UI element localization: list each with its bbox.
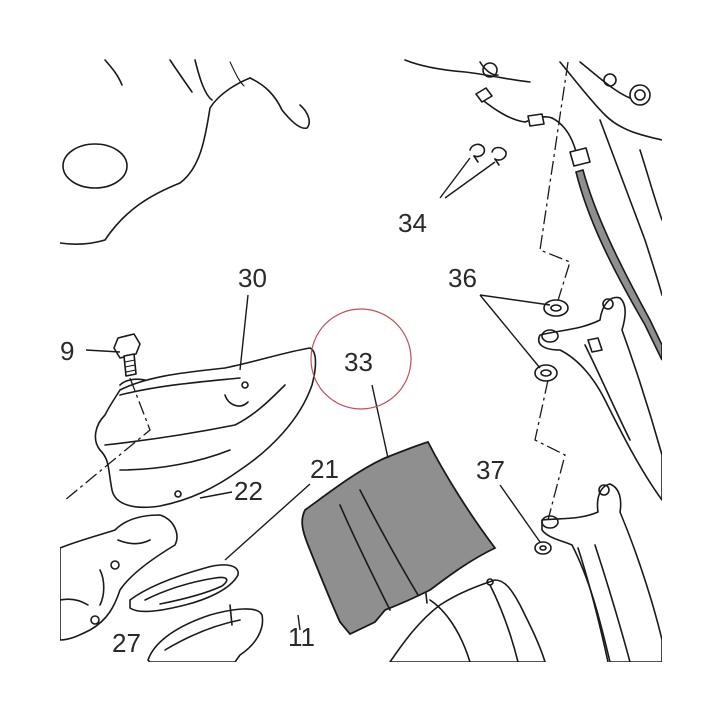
highlighted-cover-33-ridge — [359, 489, 419, 596]
highlighted-cover-33 — [301, 440, 497, 636]
frame-casting-top-left — [60, 59, 310, 246]
hose-clips — [469, 143, 507, 166]
highlighted-cover-33-edge — [339, 504, 391, 611]
brake-hose — [475, 87, 662, 361]
bolt-9-centerline — [64, 377, 151, 501]
callout-30: 30 — [238, 263, 267, 293]
washer-37 — [534, 541, 552, 555]
exhaust-pipe-bottom — [147, 604, 264, 662]
callout-27: 27 — [112, 628, 141, 658]
bracket-arm — [538, 296, 662, 501]
washers — [534, 299, 569, 382]
callout-37: 37 — [476, 455, 505, 485]
leader-lines — [85, 157, 551, 631]
lower-bracket — [541, 483, 662, 662]
callout-21: 21 — [310, 454, 339, 484]
callout-33: 33 — [344, 347, 373, 377]
callout-34: 34 — [398, 208, 427, 238]
gasket-21 — [129, 564, 239, 613]
callout-9: 9 — [60, 336, 74, 366]
heat-shield-30 — [94, 347, 317, 509]
frame-area-top-right — [404, 59, 662, 296]
exhaust-flange-22 — [60, 514, 178, 641]
assembly-centerline-lower — [534, 379, 566, 521]
assembly-centerline-upper — [539, 61, 571, 311]
highlight-circle — [310, 308, 412, 410]
callout-22: 22 — [234, 476, 263, 506]
callout-11: 11 — [288, 622, 315, 652]
bolt-9 — [113, 333, 141, 377]
housing-11 — [389, 578, 546, 662]
callout-36: 36 — [448, 263, 477, 293]
